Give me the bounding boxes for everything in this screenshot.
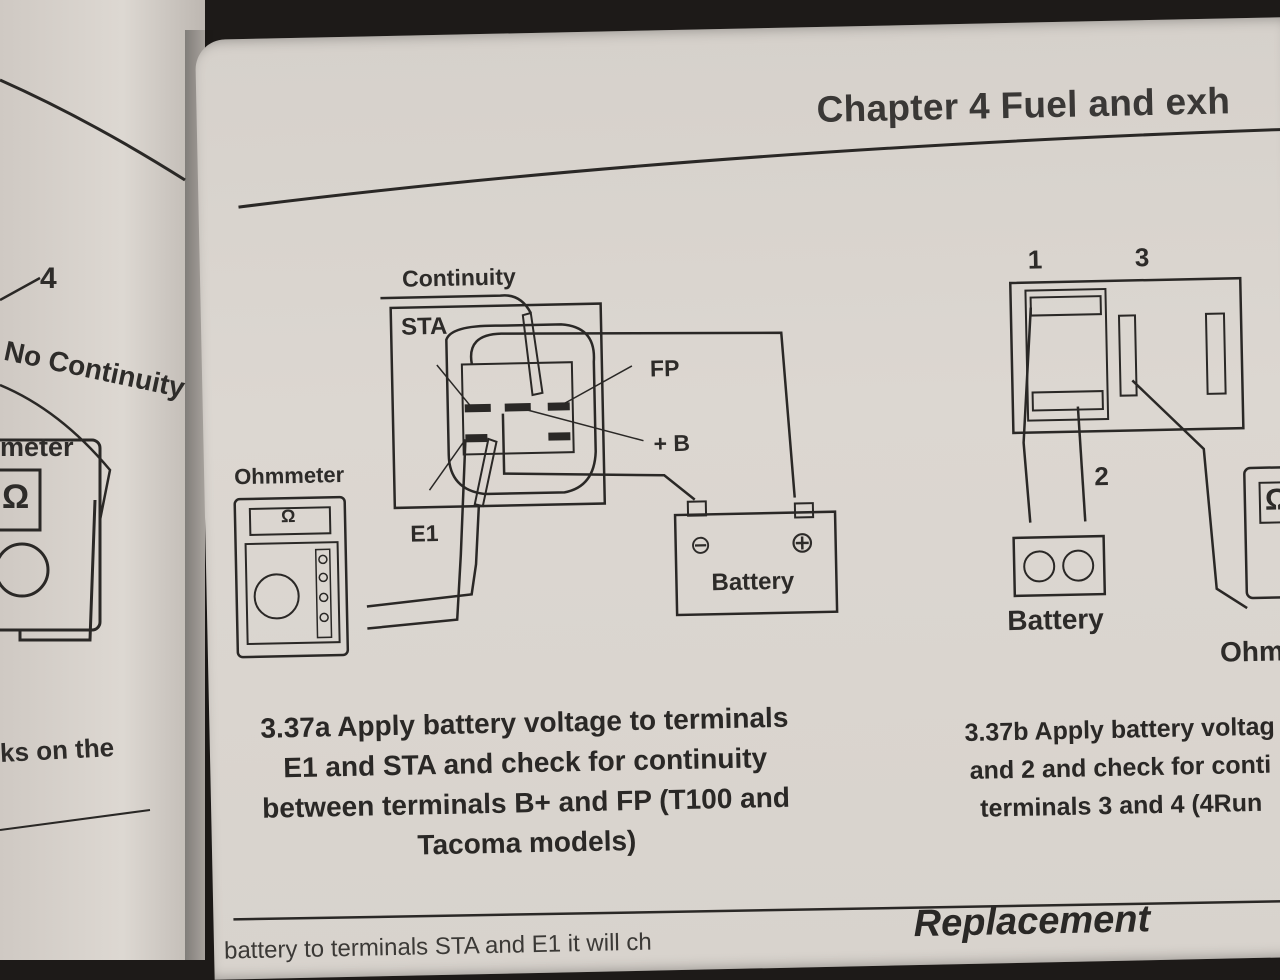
ohm-symbol: Ω [280,506,296,527]
figure-a-diagram [233,127,1280,921]
label-e1: E1 [410,520,439,547]
label-ohmmeter: Ohmmeter [233,461,345,490]
right-page: Chapter 4 Fuel and exh [195,16,1280,980]
label-fig-b-ohm: Ohm [1219,635,1280,668]
left-caption-fragment: ks on the [0,732,115,768]
battery-plus-icon: ⊕ [789,526,816,560]
figure-a-caption: 3.37a Apply battery voltage to terminals… [244,697,807,869]
label-continuity: Continuity [401,263,516,292]
battery-minus-icon: ⊖ [689,529,712,560]
left-page: 4 No Continuity meter Ω ks on the [0,0,205,960]
label-fig-b-battery: Battery [1007,603,1105,637]
section-heading-replacement: Replacement [913,898,1151,946]
label-fp: FP [649,354,680,382]
left-ohm-symbol: Ω [2,478,30,516]
label-b-plus: + B [653,429,691,457]
label-battery: Battery [711,567,795,597]
label-fig-b-2: 2 [1094,460,1110,492]
label-fig-b-3: 3 [1134,242,1150,273]
left-label-4: 4 [40,262,57,295]
left-page-diagram [0,78,186,831]
figure-b-caption: 3.37b Apply battery voltag and 2 and che… [909,706,1280,829]
fig-b-ohm-symbol: Ω [1264,483,1280,517]
label-sta: STA [400,312,448,341]
left-meter-label: meter [0,432,74,462]
label-fig-b-1: 1 [1027,244,1043,275]
figure-b-caption-line3: terminals 3 and 4 (4Run [979,788,1263,823]
